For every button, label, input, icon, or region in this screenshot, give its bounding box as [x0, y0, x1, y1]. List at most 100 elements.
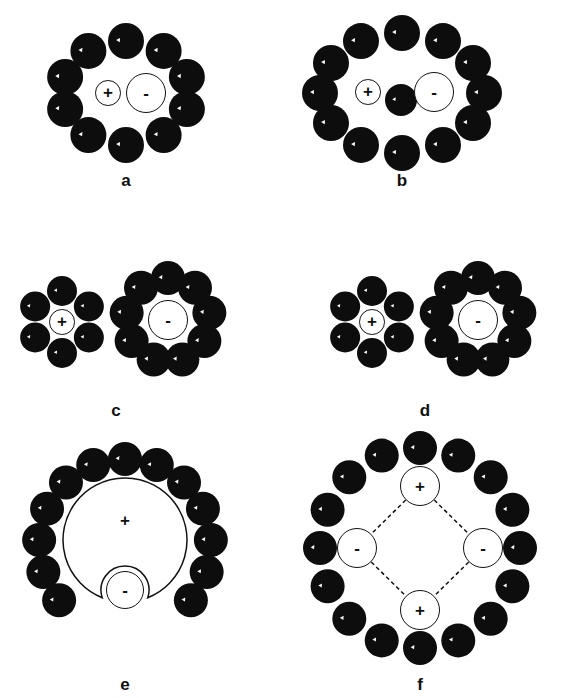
- solvent-molecule: [332, 602, 366, 636]
- ion-circle: +: [400, 590, 440, 630]
- solvent-molecule: [384, 15, 420, 51]
- solvent-molecule: [403, 631, 437, 665]
- charge-sign: +: [415, 602, 425, 619]
- molecule-highlight: [55, 106, 59, 110]
- panel-label: d: [420, 402, 430, 419]
- molecule-highlight: [442, 285, 446, 289]
- molecule-highlight: [197, 569, 201, 573]
- ion-circle: +: [359, 309, 385, 335]
- solvent-molecule: [495, 493, 529, 527]
- molecule-highlight: [505, 338, 509, 342]
- solvent-molecule: [74, 292, 104, 322]
- solvent-molecule: [357, 276, 387, 306]
- solvent-molecule: [124, 271, 158, 305]
- charge-sign: -: [143, 85, 149, 102]
- molecule-highlight: [318, 583, 322, 587]
- molecule-highlight: [411, 445, 415, 449]
- solvent-molecule: [47, 338, 77, 368]
- molecule-highlight: [411, 645, 415, 649]
- solvent-molecule: [384, 135, 420, 171]
- molecule-highlight: [364, 350, 367, 354]
- molecule-highlight: [182, 597, 186, 601]
- solvent-molecule: [357, 338, 387, 368]
- solvent-molecule: [365, 439, 399, 473]
- ion-circle: +: [95, 80, 121, 106]
- ion-contact-line: [371, 562, 405, 596]
- solvent-molecule: [22, 523, 56, 557]
- molecule-highlight: [449, 453, 453, 457]
- solvent-molecule: [441, 439, 475, 473]
- ion-circle: -: [106, 571, 144, 609]
- molecule-highlight: [364, 288, 367, 292]
- molecule-highlight: [202, 537, 206, 541]
- solvent-molecule: [74, 323, 104, 353]
- solvent-molecule: [403, 431, 437, 465]
- molecule-highlight: [311, 545, 315, 549]
- solvent-molecule: [343, 23, 379, 59]
- ion-contact-line: [434, 562, 468, 596]
- molecule-highlight: [454, 357, 458, 361]
- molecule-highlight: [481, 474, 485, 478]
- solvent-molecule: [425, 127, 461, 163]
- solvent-molecule: [425, 23, 461, 59]
- charge-sign: -: [165, 312, 171, 329]
- molecule-highlight: [200, 310, 204, 314]
- solvent-molecule: [20, 323, 50, 353]
- solvent-molecule: [385, 84, 417, 116]
- molecule-highlight: [147, 462, 151, 466]
- solvent-molecule: [434, 271, 468, 305]
- molecule-highlight: [78, 132, 82, 136]
- solvent-molecule: [303, 531, 337, 565]
- solvent-molecule: [26, 555, 60, 589]
- ion-circle: +: [355, 79, 381, 105]
- molecule-highlight: [116, 142, 120, 146]
- solvent-molecule: [330, 323, 360, 353]
- molecule-highlight: [57, 480, 61, 484]
- solvent-molecule: [474, 460, 508, 494]
- molecule-highlight: [503, 583, 507, 587]
- solvent-molecule: [76, 448, 110, 482]
- molecule-highlight: [481, 616, 485, 620]
- ion-circle: -: [148, 300, 188, 340]
- solvent-molecule: [384, 323, 414, 353]
- molecule-highlight: [175, 480, 179, 484]
- molecule-highlight: [372, 637, 376, 641]
- molecule-highlight: [81, 335, 84, 339]
- molecule-highlight: [177, 106, 181, 110]
- panel-label: f: [417, 676, 423, 693]
- molecule-highlight: [54, 350, 57, 354]
- charge-sign: -: [475, 312, 481, 329]
- solvent-molecule: [311, 493, 345, 527]
- molecule-highlight: [392, 97, 396, 101]
- molecule-highlight: [116, 456, 120, 460]
- solvent-molecule: [169, 59, 205, 95]
- solvent-molecule: [174, 583, 208, 617]
- molecule-highlight: [122, 338, 126, 342]
- molecule-highlight: [391, 335, 394, 339]
- panel-label: b: [397, 172, 407, 189]
- solvent-molecule: [115, 324, 149, 358]
- solvent-molecule: [194, 523, 228, 557]
- molecule-highlight: [159, 275, 163, 279]
- charge-sign: +: [120, 512, 130, 529]
- solvent-molecule: [495, 569, 529, 603]
- ion-circle: -: [458, 300, 498, 340]
- molecule-highlight: [154, 48, 158, 52]
- charge-sign: +: [103, 84, 113, 101]
- solvent-molecule: [503, 531, 537, 565]
- ion-contact-line: [371, 500, 405, 534]
- molecule-highlight: [321, 60, 325, 64]
- solvent-molecule: [192, 296, 226, 330]
- ion-circle: -: [414, 72, 454, 112]
- solvent-molecule: [330, 292, 360, 322]
- molecule-highlight: [351, 38, 355, 42]
- molecule-highlight: [144, 357, 148, 361]
- molecule-highlight: [38, 506, 42, 510]
- molecule-highlight: [432, 338, 436, 342]
- molecule-highlight: [310, 90, 314, 94]
- panel-label: c: [111, 402, 120, 419]
- charge-sign: +: [415, 478, 425, 495]
- solvent-molecule: [313, 45, 349, 81]
- ion-circle: -: [126, 73, 166, 113]
